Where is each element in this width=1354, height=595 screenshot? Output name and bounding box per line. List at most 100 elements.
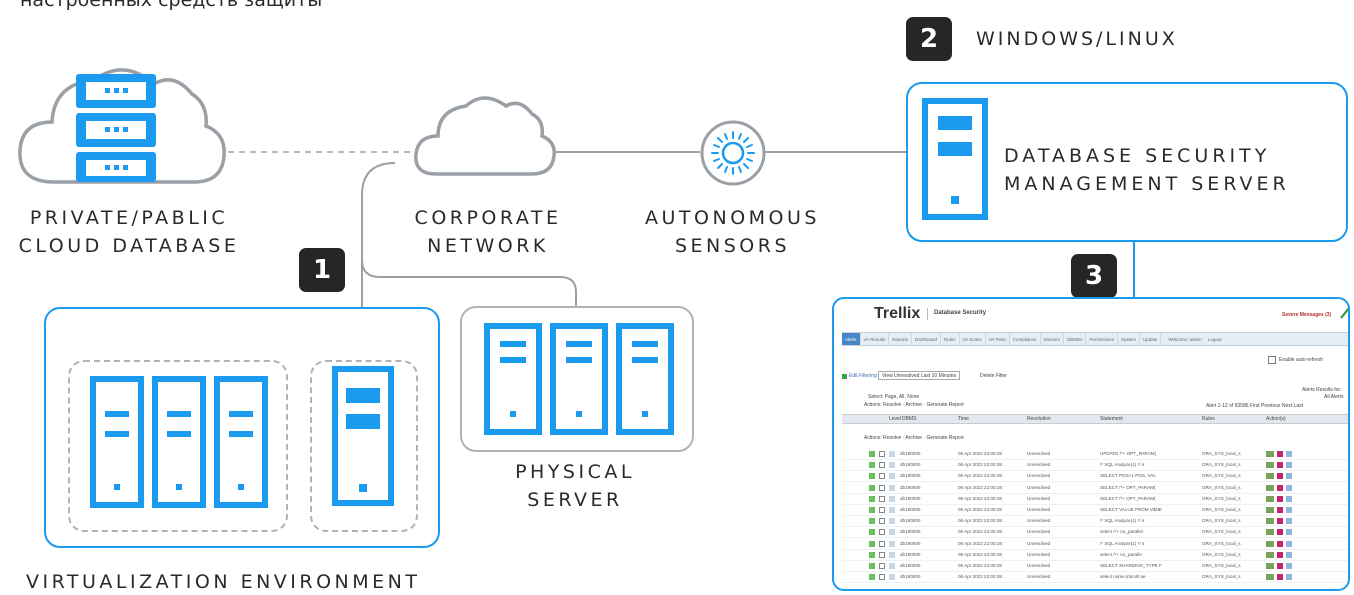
flag-action-icon[interactable] xyxy=(1277,551,1283,558)
row-checkbox[interactable] xyxy=(879,462,885,469)
view-action-icon[interactable] xyxy=(1266,574,1274,581)
row-checkbox[interactable] xyxy=(879,540,885,547)
col-statement[interactable]: Statement xyxy=(1100,416,1123,422)
level-icon xyxy=(869,574,875,581)
actions-line-2[interactable]: Actions: Resolve · Archive · Generate Re… xyxy=(864,435,964,441)
info-action-icon[interactable] xyxy=(1286,563,1292,569)
info-action-icon[interactable] xyxy=(1286,451,1292,457)
view-action-icon[interactable] xyxy=(1266,462,1274,469)
tab-va-tests[interactable]: VA Tests xyxy=(986,333,1010,345)
view-action-icon[interactable] xyxy=(1266,507,1274,513)
level-icon xyxy=(869,529,875,536)
info-action-icon[interactable] xyxy=(1286,462,1292,469)
tab-rules[interactable]: Rules xyxy=(941,333,960,345)
view-action-icon[interactable] xyxy=(1266,551,1274,558)
view-action-icon[interactable] xyxy=(1266,495,1274,502)
actions-line[interactable]: Actions: Resolve · Archive · Generate Re… xyxy=(864,402,964,408)
auto-refresh-checkbox[interactable] xyxy=(1268,356,1276,364)
cell-resolution: Unresolved xyxy=(1027,574,1051,580)
col-time[interactable]: Time xyxy=(958,416,969,422)
info-action-icon[interactable] xyxy=(1286,551,1292,558)
flag-action-icon[interactable] xyxy=(1277,574,1283,581)
row-checkbox[interactable] xyxy=(879,484,885,491)
view-action-icon[interactable] xyxy=(1266,518,1274,525)
col-rules[interactable]: Rules xyxy=(1202,416,1215,422)
cell-statement: select /*+ no_parallel xyxy=(1100,529,1143,535)
row-checkbox[interactable] xyxy=(879,495,885,502)
cell-statement: SELECT VALUE FROM V$NE xyxy=(1100,507,1162,512)
flag-action-icon[interactable] xyxy=(1277,451,1283,457)
col-dbms[interactable]: DBMS xyxy=(902,416,917,422)
view-action-icon[interactable] xyxy=(1266,563,1274,569)
col-actions[interactable]: Action(s) xyxy=(1266,416,1286,422)
select-line[interactable]: Select: Page, All, None xyxy=(868,394,920,400)
info-action-icon[interactable] xyxy=(1286,507,1292,513)
info-action-icon[interactable] xyxy=(1286,484,1292,491)
info-action-icon[interactable] xyxy=(1286,540,1292,547)
tab-sensors[interactable]: Sensors xyxy=(1041,333,1065,345)
col-resolution[interactable]: Resolution xyxy=(1027,416,1051,422)
info-action-icon[interactable] xyxy=(1286,473,1292,480)
tab-dbmss[interactable]: DBMSs xyxy=(1064,333,1087,345)
edit-filtering-link[interactable]: Edit Filtering xyxy=(849,373,877,379)
col-level[interactable]: Level xyxy=(889,416,901,422)
flag-action-icon[interactable] xyxy=(1277,484,1283,491)
tab-va-results[interactable]: VA Results xyxy=(861,333,890,345)
flag-action-icon[interactable] xyxy=(1277,473,1283,480)
tab-dashboard[interactable]: Dashboard xyxy=(912,333,941,345)
tab-permissions[interactable]: Permissions xyxy=(1086,333,1118,345)
tab-update[interactable]: Update xyxy=(1140,333,1162,345)
tab-reports[interactable]: Reports xyxy=(889,333,912,345)
cell-rules: ORA_SYS_local_s xyxy=(1202,462,1241,468)
view-action-icon[interactable] xyxy=(1266,451,1274,457)
flag-action-icon[interactable] xyxy=(1277,495,1283,502)
flag-action-icon[interactable] xyxy=(1277,507,1283,513)
view-select[interactable]: View Unresolved Last 10 Minutes xyxy=(878,371,961,380)
flag-action-icon[interactable] xyxy=(1277,529,1283,536)
flag-action-icon[interactable] xyxy=(1277,540,1283,547)
row-checkbox[interactable] xyxy=(879,551,885,558)
pagination[interactable]: Alert 1-12 of 93586 First Previous Next … xyxy=(1206,403,1303,409)
flag-action-icon[interactable] xyxy=(1277,518,1283,525)
row-checkbox[interactable] xyxy=(879,473,885,480)
view-action-icon[interactable] xyxy=(1266,484,1274,491)
tab-compliance[interactable]: Compliance xyxy=(1010,333,1041,345)
pencil-icon[interactable] xyxy=(1340,307,1350,319)
row-checkbox[interactable] xyxy=(879,451,885,457)
os-label: WINDOWS/LINUX xyxy=(976,28,1178,50)
info-action-icon[interactable] xyxy=(1286,529,1292,536)
severe-messages-link[interactable]: Severe Messages (3) xyxy=(1282,312,1332,318)
info-action-icon[interactable] xyxy=(1286,574,1292,581)
row-checkbox[interactable] xyxy=(879,574,885,581)
view-action-icon[interactable] xyxy=(1266,529,1274,536)
tab-system[interactable]: System xyxy=(1118,333,1140,345)
info-action-icon[interactable] xyxy=(1286,518,1292,525)
row-checkbox[interactable] xyxy=(879,563,885,569)
row-checkbox[interactable] xyxy=(879,507,885,513)
flag-action-icon[interactable] xyxy=(1277,563,1283,569)
view-action-icon[interactable] xyxy=(1266,473,1274,480)
flag-action-icon[interactable] xyxy=(1277,462,1283,469)
view-action-icon[interactable] xyxy=(1266,540,1274,547)
tab-alerts[interactable]: Alerts xyxy=(842,333,861,345)
row-checkbox[interactable] xyxy=(879,518,885,525)
level-icon xyxy=(869,462,875,469)
logout-link[interactable]: Logout xyxy=(1207,337,1222,342)
tab-va-scans[interactable]: VA Scans xyxy=(960,333,986,345)
level-icon xyxy=(869,495,875,502)
row-checkbox[interactable] xyxy=(879,529,885,536)
info-action-icon[interactable] xyxy=(1286,495,1292,502)
delete-filter-button[interactable]: Delete Filter xyxy=(980,373,1007,379)
